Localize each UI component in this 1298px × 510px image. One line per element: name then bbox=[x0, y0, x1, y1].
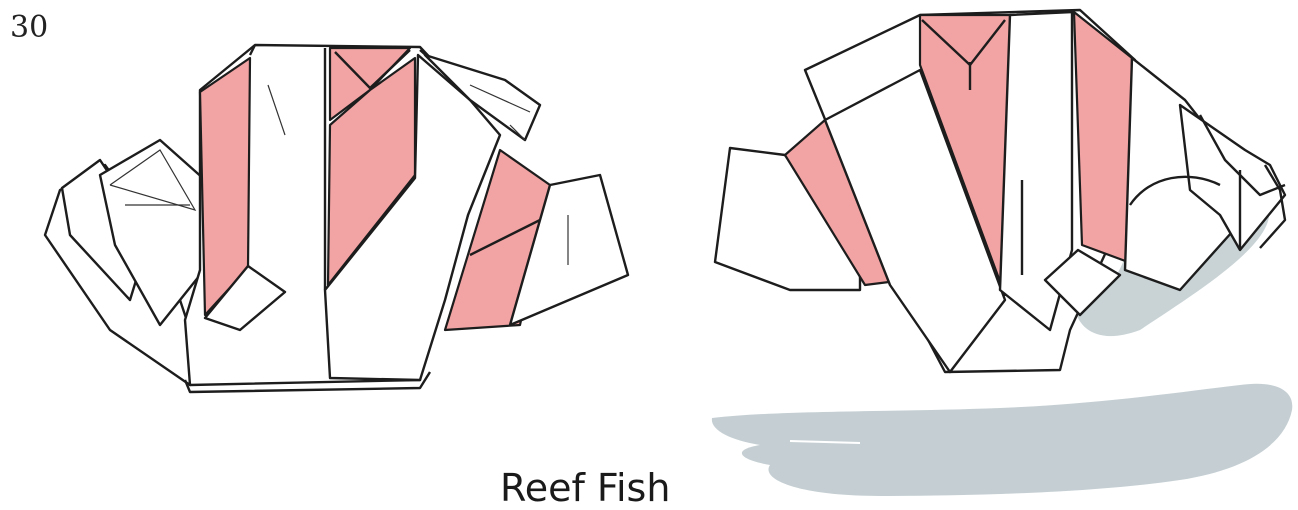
left-model-figure bbox=[45, 45, 628, 392]
right-model-figure bbox=[712, 10, 1292, 496]
diagram-caption: Reef Fish bbox=[500, 466, 670, 510]
ground-shadow bbox=[712, 384, 1292, 496]
